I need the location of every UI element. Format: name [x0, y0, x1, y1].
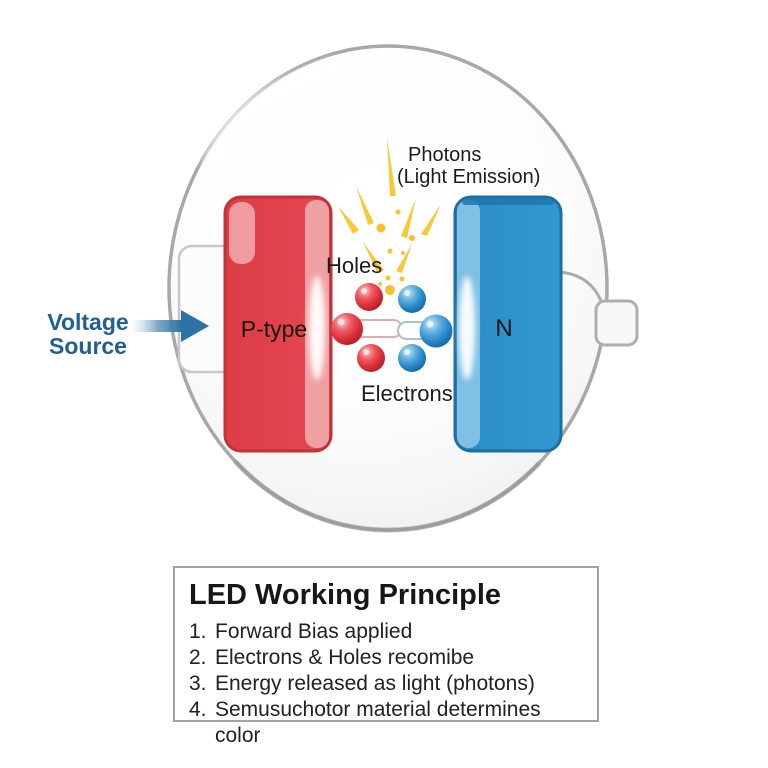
voltage-arrow	[132, 310, 209, 342]
caption-item-4-text: Semusuchotor material determines color	[215, 698, 541, 747]
n-type-label: N	[495, 315, 513, 342]
caption-item-3: 3. Energy released as light (photons)	[189, 671, 583, 697]
bulb-bottom-shadow	[166, 43, 610, 533]
photon-rays	[338, 138, 441, 274]
right-lead-wire	[557, 270, 605, 307]
caption-item-3-number: 3.	[189, 672, 207, 695]
caption-item-2-text: Electrons & Holes recomibe	[215, 646, 475, 669]
photons-label: Photons	[408, 144, 482, 166]
p-type-label: P-type	[240, 316, 308, 342]
n-type-block	[453, 195, 563, 453]
caption-item-1-text: Forward Bias applied	[215, 620, 413, 643]
photon-dots	[372, 209, 415, 295]
caption-item-3-text: Energy released as light (photons)	[215, 672, 535, 695]
caption-item-1-number: 1.	[189, 620, 207, 643]
voltage-source-line1: Voltage	[47, 309, 129, 335]
bulb-gloss-highlight	[204, 61, 341, 171]
p-type-block	[223, 195, 333, 453]
right-lead-tab	[594, 299, 639, 347]
voltage-source-label: Voltage Source	[36, 310, 140, 358]
light-emission-label: (Light Emission)	[397, 166, 541, 188]
caption-item-1: 1. Forward Bias applied	[189, 619, 583, 645]
caption-item-2-number: 2.	[189, 646, 207, 669]
caption-item-2: 2. Electrons & Holes recomibe	[189, 645, 583, 671]
voltage-source-line2: Source	[49, 333, 127, 359]
caption-box: LED Working Principle 1. Forward Bias ap…	[173, 566, 599, 747]
electron-spheres	[398, 285, 453, 372]
caption-title: LED Working Principle	[189, 579, 502, 611]
electrons-label: Electrons	[361, 381, 453, 406]
caption-item-4: 4. Semusuchotor material determines colo…	[189, 697, 583, 749]
caption-item-4-number: 4.	[189, 698, 207, 721]
holes-label: Holes	[326, 253, 383, 278]
hole-spheres	[331, 283, 385, 372]
